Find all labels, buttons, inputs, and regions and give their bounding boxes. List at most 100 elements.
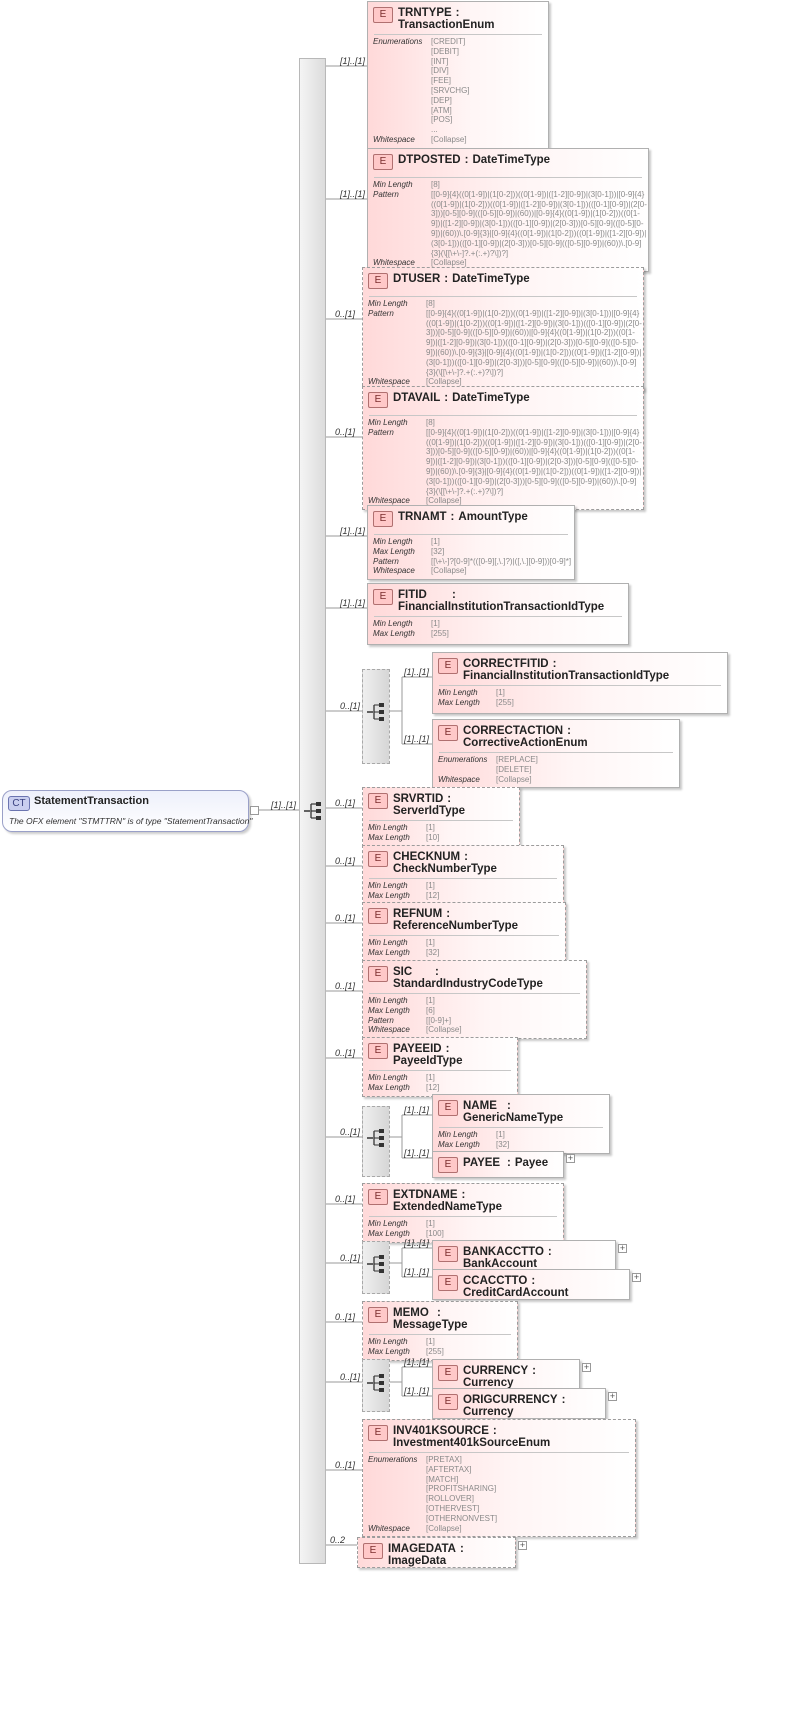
facet-key: Min Length (373, 180, 413, 189)
facet-separator (369, 1334, 511, 1335)
cardinality-label: 0..[1] (335, 913, 356, 923)
expand-icon[interactable]: + (618, 1243, 627, 1253)
facet-value: [[0-9]{4}((0[1-9])|(1[0-2]))((0[1-9])|([… (431, 189, 647, 258)
facet-value: [AFTERTAX] (426, 1464, 472, 1474)
facet-key: Max Length (373, 546, 415, 556)
facet-table: Enumerations[REPLACE][DELETE]Whitespace[… (438, 755, 538, 784)
element-type: StandardIndustryCodeType (393, 978, 543, 990)
complex-type-cardinality: [1]..[1] (271, 800, 297, 810)
expand-icon[interactable]: + (518, 1540, 527, 1550)
name-type-separator: : (561, 1394, 566, 1406)
facet-key (373, 125, 431, 135)
facet-table: Min Length[8]Pattern[[0-9]{4}((0[1-9])|(… (368, 418, 643, 506)
element-name: PAYEE (463, 1157, 501, 1169)
complex-type-badge: CT (8, 796, 30, 811)
element-name: NAME (463, 1100, 497, 1112)
facet-row: Min Length[1] (373, 537, 571, 547)
element-badge: E (368, 1425, 388, 1441)
element-name: DTUSER (393, 273, 441, 285)
name-type-separator: : (446, 908, 451, 920)
element-badge: E (368, 793, 388, 809)
facet-separator (369, 820, 513, 821)
element-badge: E (438, 658, 458, 674)
facet-value: [[\+\-]?[0-9]*(([0-9][,\.]?)|([,\.][0-9]… (431, 556, 572, 566)
element-type: ReferenceNumberType (393, 920, 519, 932)
facet-separator (374, 534, 568, 535)
element-badge: E (373, 7, 393, 23)
element-type: BankAccount (463, 1258, 538, 1270)
element-type: Investment401kSourceEnum (393, 1437, 551, 1449)
facet-row: [ATM] (373, 106, 470, 116)
expand-icon[interactable]: + (566, 1153, 575, 1163)
facet-key: Pattern (373, 556, 399, 566)
element-type: DateTimeType (452, 273, 530, 285)
element-name: DTPOSTED (398, 154, 461, 166)
facet-row: Max Length[32] (368, 948, 439, 958)
cardinality-label: [1]..[1] (340, 189, 366, 199)
facet-value: [CREDIT] (431, 37, 466, 46)
sequence-icon (367, 703, 384, 721)
element-type: ExtendedNameType (393, 1201, 503, 1213)
expand-icon[interactable]: + (632, 1272, 641, 1282)
facet-key (373, 106, 431, 116)
facet-key: Whitespace (373, 134, 415, 144)
cardinality-label: [1]..[1] (404, 734, 430, 744)
element-type: MessageType (393, 1319, 468, 1331)
cardinality-label: [1]..[1] (404, 667, 430, 677)
cardinality-label: 0..2 (330, 1535, 346, 1545)
element-badge: E (373, 154, 393, 170)
facet-row: Enumerations[CREDIT] (373, 37, 470, 47)
name-type-separator: : (492, 1425, 497, 1437)
facet-row: [PROFITSHARING] (368, 1484, 497, 1494)
element-badge: E (438, 1394, 458, 1410)
facet-separator (369, 878, 557, 879)
facet-value: [255] (426, 1346, 444, 1356)
sequence-group (362, 1106, 390, 1177)
facet-row: [DIV] (373, 66, 470, 76)
complex-type-statementtransaction[interactable]: CT StatementTransaction The OFX element … (2, 790, 252, 832)
element-name: EXTDNAME (393, 1189, 458, 1201)
facet-row: Max Length[100] (368, 1229, 444, 1239)
expand-icon[interactable]: + (582, 1362, 591, 1372)
facet-value: [1] (496, 1130, 505, 1139)
facet-key: Whitespace (368, 1025, 410, 1035)
element-type: Payee (514, 1157, 549, 1169)
facet-key: Whitespace (368, 496, 410, 506)
facet-row: Min Length[8] (368, 299, 643, 309)
expand-icon[interactable]: + (608, 1391, 617, 1401)
facet-key: Pattern (373, 189, 399, 199)
facet-value: [SRVCHG] (431, 85, 470, 95)
element-type: FinancialInstitutionTransactionIdType (398, 601, 605, 613)
facet-key: Min Length (438, 1130, 478, 1139)
facet-key (373, 47, 431, 57)
cardinality-label: 0..[1] (335, 981, 356, 991)
facet-table: Min Length[1]Max Length[6]Pattern[[0-9]+… (368, 996, 462, 1035)
facet-key: Min Length (368, 938, 408, 947)
facet-value: [1] (431, 537, 440, 546)
